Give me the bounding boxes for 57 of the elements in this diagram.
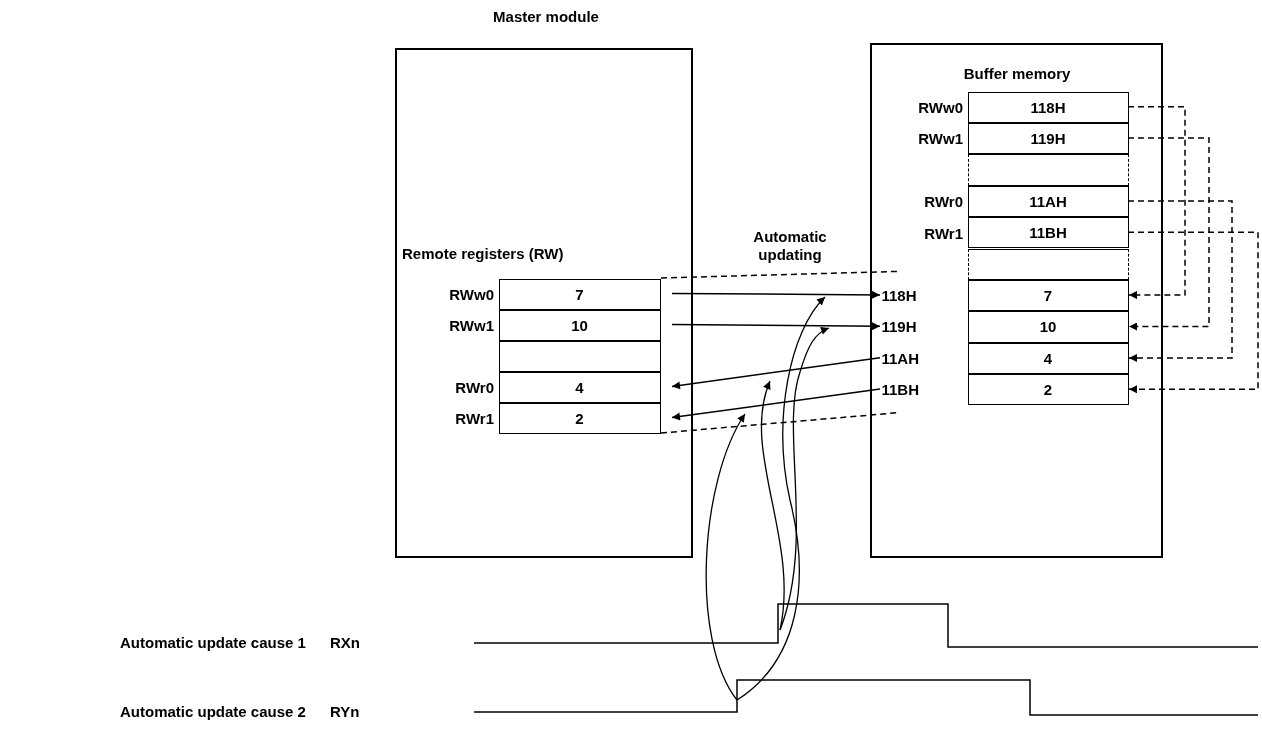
cell-value: 2 [575, 409, 584, 427]
register-cell [498, 309, 661, 341]
register-label: RWw1 [448, 317, 494, 335]
empty-register-cell [967, 248, 1129, 280]
section-heading: Remote registers (RW) [402, 245, 565, 263]
cell-value: 7 [575, 285, 584, 303]
register-label: RWw0 [448, 286, 494, 304]
arrow [1127, 231, 1259, 394]
register-label: RWw1 [917, 130, 963, 149]
signal-name: RYn [330, 703, 361, 721]
register-label: RWw0 [917, 99, 963, 117]
arrow [671, 322, 881, 331]
register-cell [967, 342, 1129, 375]
module-frame [870, 43, 1163, 558]
register-label: RWr0 [454, 379, 494, 397]
signal-name: RXn [330, 634, 361, 652]
signal-description: Automatic update cause 1 [120, 634, 307, 652]
register-label: RWr1 [454, 410, 494, 428]
register-cell [967, 374, 1129, 406]
annotation-text: Automatic updating [752, 228, 828, 264]
cell-value: 11AH [1029, 192, 1067, 210]
signal-description: Automatic update cause 2 [120, 703, 307, 721]
register-cell [967, 279, 1129, 312]
address-label: 11AH [881, 348, 928, 368]
section-heading: Buffer memory [962, 65, 1072, 83]
cell-value: 10 [571, 316, 588, 334]
register-cell [498, 402, 661, 434]
arrow [671, 388, 881, 421]
cell-value: 10 [1039, 318, 1057, 336]
cell-value: 118H [1030, 98, 1066, 116]
register-cell [967, 91, 1129, 123]
address-label: 119H [881, 317, 928, 337]
arrow [1127, 105, 1186, 300]
arrow [1127, 137, 1210, 331]
cell-value: 119H [1030, 130, 1066, 148]
empty-register-cell [967, 154, 1129, 186]
projection-line [660, 270, 900, 279]
register-cell [498, 278, 661, 310]
register-cell [498, 371, 661, 403]
empty-register-cell [498, 340, 661, 372]
register-cell [967, 217, 1129, 249]
cell-value: 7 [1043, 287, 1053, 305]
register-cell [967, 185, 1129, 218]
arrow [1127, 200, 1233, 362]
arrow [671, 290, 881, 299]
register-label: RWr0 [923, 193, 963, 212]
register-cell [967, 122, 1129, 155]
address-label: 11BH [881, 380, 928, 400]
arrow [671, 356, 881, 390]
cell-value: 11BH [1029, 224, 1067, 242]
register-label: RWr1 [923, 224, 963, 243]
cell-value: 2 [1043, 381, 1053, 399]
cell-value: 4 [575, 378, 584, 396]
module-heading: Master module [492, 8, 600, 26]
register-cell [967, 311, 1129, 343]
cell-value: 4 [1043, 349, 1053, 367]
address-label: 118H [881, 285, 928, 305]
